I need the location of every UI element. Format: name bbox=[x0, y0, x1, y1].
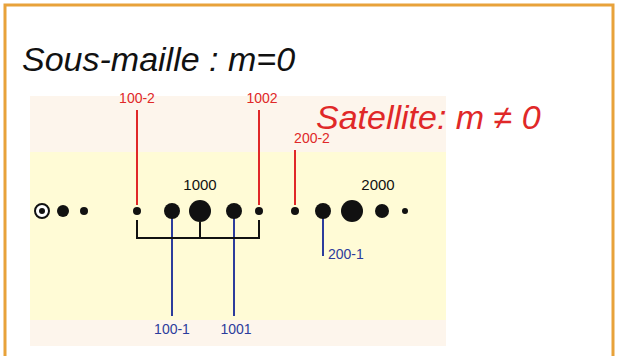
satellite-heading: Satellite: m ≠ 0 bbox=[316, 98, 541, 137]
reflection-index: 100-2 bbox=[119, 90, 155, 106]
reflection-index: 1001 bbox=[220, 321, 251, 337]
reflection-index: 200-1 bbox=[328, 246, 364, 262]
reflection-index: 100-1 bbox=[154, 321, 190, 337]
heading: Sous-maille : m=0 bbox=[22, 40, 295, 79]
reflection-index: 2000 bbox=[361, 176, 394, 193]
reflection-index: 1002 bbox=[246, 90, 277, 106]
reflection-index: 200-2 bbox=[294, 130, 330, 146]
reflection-index: 1000 bbox=[183, 176, 216, 193]
